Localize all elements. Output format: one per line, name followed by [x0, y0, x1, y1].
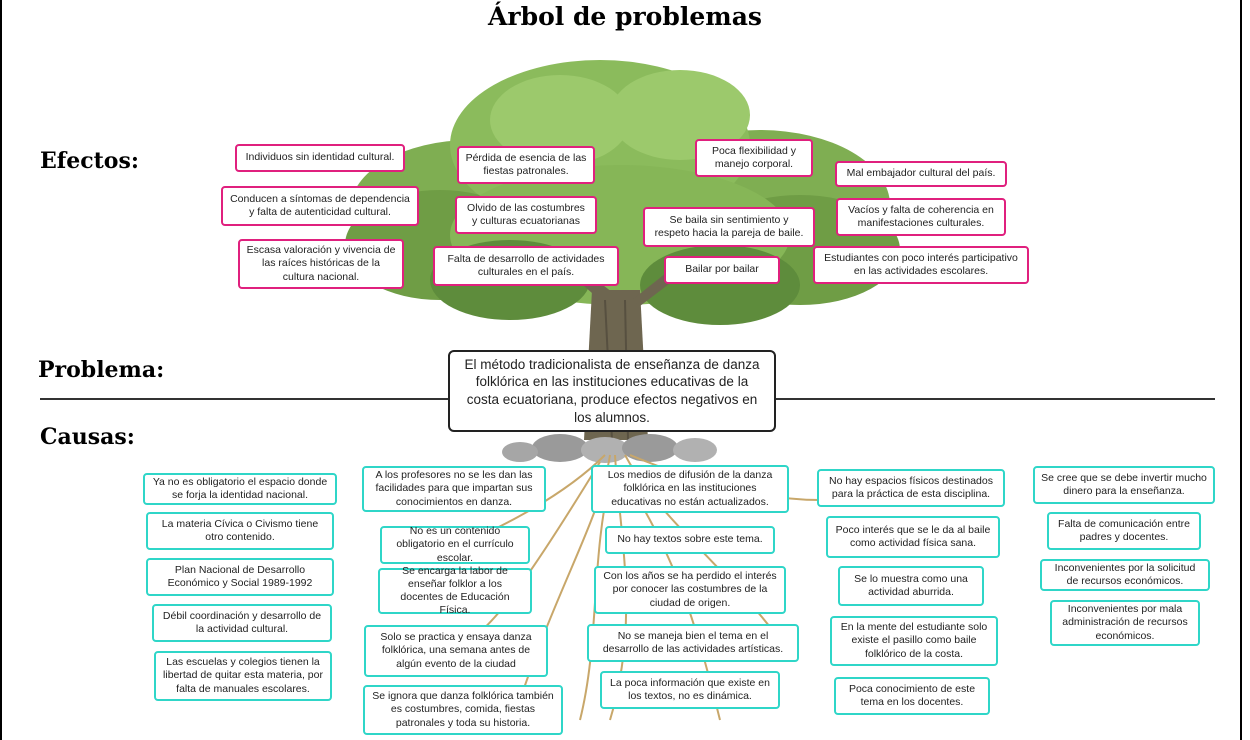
cause-box: Las escuelas y colegios tienen la libert… [154, 651, 332, 701]
cause-box: Los medios de difusión de la danza folkl… [591, 465, 789, 513]
cause-box: Falta de comunicación entre padres y doc… [1047, 512, 1201, 550]
effect-box: Individuos sin identidad cultural. [235, 144, 405, 172]
cause-box: Plan Nacional de Desarrollo Económico y … [146, 558, 334, 596]
effect-box: Estudiantes con poco interés participati… [813, 246, 1029, 284]
cause-box: La materia Cívica o Civismo tiene otro c… [146, 512, 334, 550]
diagram-title: Árbol de problemas [488, 2, 762, 31]
cause-box: Con los años se ha perdido el interés po… [594, 566, 786, 614]
cause-box: En la mente del estudiante solo existe e… [830, 616, 998, 666]
effect-box: Vacíos y falta de coherencia en manifest… [836, 198, 1006, 236]
cause-box: A los profesores no se les dan las facil… [362, 466, 546, 512]
cause-box: No hay textos sobre este tema. [605, 526, 775, 554]
causes-heading: Causas: [40, 424, 135, 450]
cause-box: Se ignora que danza folklórica también e… [363, 685, 563, 735]
effect-box: Mal embajador cultural del país. [835, 161, 1007, 187]
cause-box: Inconvenientes por la solicitud de recur… [1040, 559, 1210, 591]
cause-box: No se maneja bien el tema en el desarrol… [587, 624, 799, 662]
right-border [1240, 0, 1242, 740]
effect-box: Pérdida de esencia de las fiestas patron… [457, 146, 595, 184]
cause-box: No es un contenido obligatorio en el cur… [380, 525, 530, 564]
effect-box: Poca flexibilidad y manejo corporal. [695, 139, 813, 177]
cause-box: Ya no es obligatorio el espacio donde se… [143, 473, 337, 505]
cause-box: Inconvenientes por mala administración d… [1050, 600, 1200, 646]
ground-stones [502, 434, 717, 463]
effect-box: Bailar por bailar [664, 256, 780, 284]
cause-box: Poca conocimiento de este tema en los do… [834, 677, 990, 715]
left-border [0, 0, 2, 740]
effects-heading: Efectos: [40, 148, 139, 174]
effect-box: Escasa valoración y vivencia de las raíc… [238, 239, 404, 289]
cause-box: Se cree que se debe invertir mucho diner… [1033, 466, 1215, 504]
cause-box: La poca información que existe en los te… [600, 671, 780, 709]
effect-box: Falta de desarrollo de actividades cultu… [433, 246, 619, 286]
effect-box: Se baila sin sentimiento y respeto hacia… [643, 207, 815, 247]
effect-box: Olvido de las costumbres y culturas ecua… [455, 196, 597, 234]
tree-canopy [345, 60, 900, 325]
cause-box: Se encarga la labor de enseñar folklor a… [378, 565, 532, 616]
cause-box: No hay espacios físicos destinados para … [817, 469, 1005, 507]
effect-box: Conducen a síntomas de dependencia y fal… [221, 186, 419, 226]
central-problem-box: El método tradicionalista de enseñanza d… [448, 350, 776, 432]
cause-box: Solo se practica y ensaya danza folklóri… [364, 625, 548, 677]
cause-box: Débil coordinación y desarrollo de la ac… [152, 604, 332, 642]
cause-box: Poco interés que se le da al baile como … [826, 516, 1000, 558]
problem-heading: Problema: [38, 357, 165, 383]
cause-box: Se lo muestra como una actividad aburrid… [838, 566, 984, 606]
